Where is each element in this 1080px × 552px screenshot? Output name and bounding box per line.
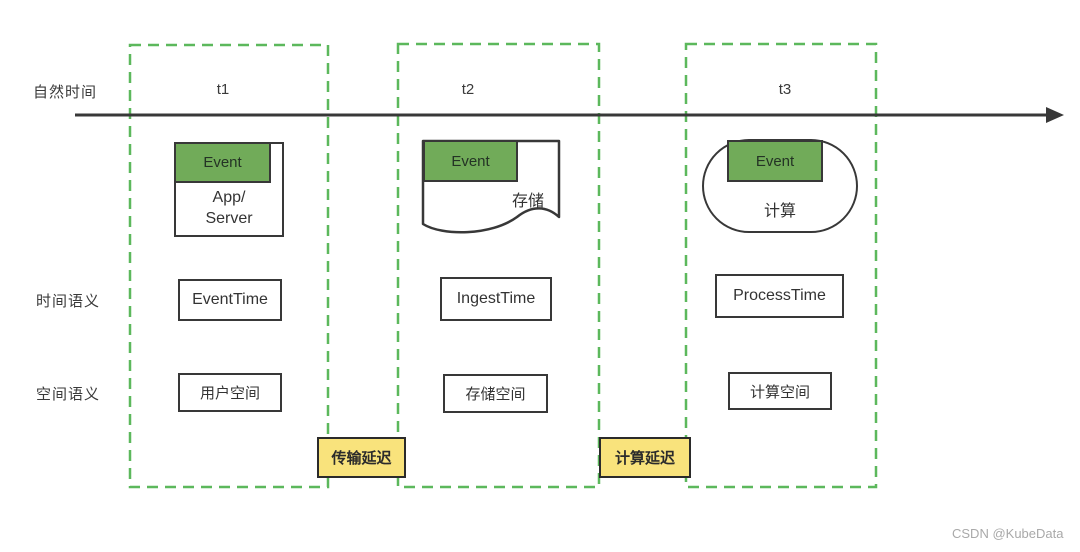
- transmission-delay-badge: 传输延迟: [317, 437, 406, 478]
- column-t3-dashed-border: [684, 42, 878, 489]
- space-semantics-label: 空间语义: [36, 386, 101, 403]
- tick-t1: t1: [216, 81, 230, 98]
- column-t2-dashed-border: [396, 42, 601, 489]
- event-box-t1: Event: [174, 142, 271, 183]
- compute-shape-label: 计算: [763, 203, 796, 220]
- time-semantics-label: 时间语义: [36, 293, 101, 310]
- column-t1-dashed-border: [128, 43, 330, 489]
- app-server-label-line1: App/: [212, 189, 246, 206]
- user-space-box: 用户空间: [178, 373, 282, 412]
- app-server-label-line2: Server: [205, 210, 253, 227]
- ingest-time-box: IngestTime: [440, 277, 552, 321]
- tick-t3: t3: [778, 81, 792, 98]
- watermark: CSDN @KubeData: [952, 526, 1064, 541]
- natural-time-label: 自然时间: [33, 84, 98, 101]
- compute-space-box: 计算空间: [728, 372, 832, 410]
- tick-t2: t2: [461, 81, 475, 98]
- event-time-box: EventTime: [178, 279, 282, 321]
- process-time-box: ProcessTime: [715, 274, 844, 318]
- event-box-t2: Event: [423, 140, 518, 182]
- compute-delay-badge: 计算延迟: [599, 437, 691, 478]
- timeline-arrowhead-icon: [1046, 107, 1064, 123]
- storage-space-box: 存储空间: [443, 374, 548, 413]
- event-box-t3: Event: [727, 140, 823, 182]
- storage-shape-label: 存储: [511, 193, 544, 210]
